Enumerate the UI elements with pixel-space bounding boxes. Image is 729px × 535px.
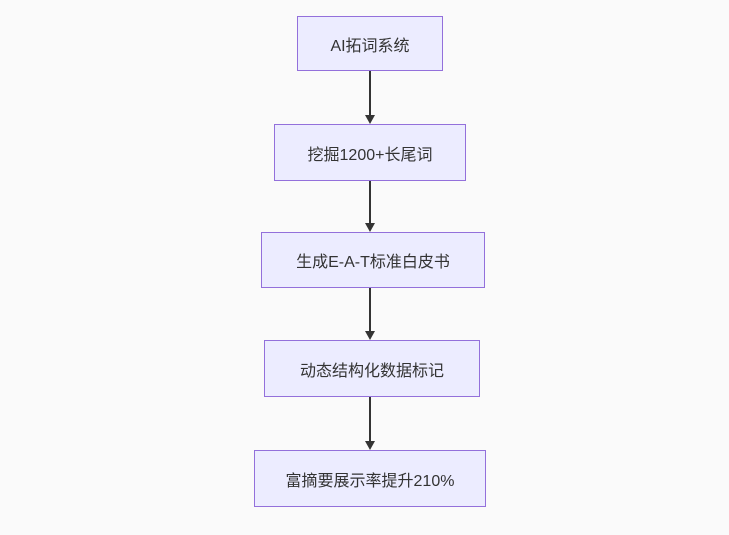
flow-node-structured-data: 动态结构化数据标记	[264, 340, 480, 397]
arrow-down-icon	[365, 71, 375, 124]
arrow-shaft	[369, 397, 371, 441]
flow-node-rich-snippet-result: 富摘要展示率提升210%	[254, 450, 486, 507]
flow-node-eat-whitepaper: 生成E-A-T标准白皮书	[261, 232, 485, 288]
flow-node-label: AI拓词系统	[330, 37, 410, 55]
arrow-shaft	[369, 288, 371, 331]
arrowhead-icon	[365, 223, 375, 232]
arrow-down-icon	[365, 288, 375, 340]
flow-node-label: 挖掘1200+长尾词	[307, 146, 433, 164]
arrow-shaft	[369, 181, 371, 223]
arrow-down-icon	[365, 181, 375, 232]
arrowhead-icon	[365, 441, 375, 450]
arrowhead-icon	[365, 115, 375, 124]
flow-node-longtail-mining: 挖掘1200+长尾词	[274, 124, 466, 181]
flow-node-label: 富摘要展示率提升210%	[285, 472, 455, 490]
flow-node-ai-word-expansion: AI拓词系统	[297, 16, 443, 71]
arrow-down-icon	[365, 397, 375, 450]
arrowhead-icon	[365, 331, 375, 340]
arrow-shaft	[369, 71, 371, 115]
flow-node-label: 生成E-A-T标准白皮书	[296, 254, 450, 271]
flow-node-label: 动态结构化数据标记	[299, 362, 444, 380]
